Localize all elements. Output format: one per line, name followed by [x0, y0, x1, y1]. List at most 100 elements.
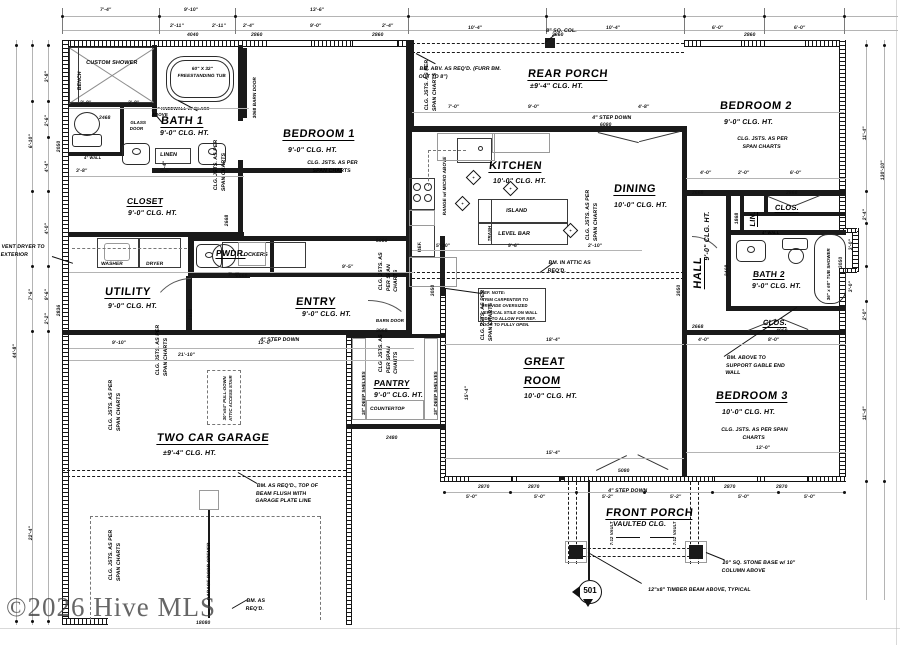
- front-porch-edge-right2: [698, 482, 699, 564]
- detail-marker-501[interactable]: 501: [572, 580, 602, 607]
- dimline-bed3-h2: [686, 452, 846, 453]
- note-entry-span: CLG. JSTS. AS PER SPAN CHARTS: [378, 251, 400, 293]
- vault-arrow-right: [650, 537, 674, 538]
- note-timber-beam: 12"x8" TIMBER BEAM ABOVE, TYPICAL: [647, 587, 751, 593]
- window-bed3-a: [714, 476, 758, 482]
- clos-b2-wall: [764, 196, 768, 214]
- door-size-5080-a: 5080: [375, 238, 388, 244]
- door-size-2668-util: 2668: [188, 308, 194, 321]
- dining-opening-right: [639, 131, 680, 143]
- dim-top-4: 10'-4": [467, 25, 483, 31]
- kitchen-upper-cab-v: [428, 150, 429, 186]
- kitchen-counter-lower: [409, 257, 457, 287]
- dimline-entry-h: [69, 272, 414, 273]
- leader-stone-base: [705, 552, 725, 561]
- bath1-right-wall: [238, 45, 243, 121]
- rear-porch-roofline2: [412, 52, 684, 53]
- window-size-2870-b: 2870: [527, 484, 540, 490]
- attic-access-label: 30"x54" PULL-DOWN ATTIC ACCESS STAIR: [222, 374, 234, 422]
- vanity-sink-left: [122, 143, 150, 165]
- window-bed1-b: [352, 40, 398, 47]
- detail-marker-stem: [588, 480, 590, 580]
- dim-int-11: 7'-0": [447, 104, 460, 110]
- pantry-countertop: [366, 400, 424, 420]
- vanity-sink-right: [198, 143, 226, 165]
- label-front-porch: FRONT PORCH: [605, 507, 694, 520]
- garage-right-wall: [346, 330, 352, 625]
- barn-door-tag: BARN DOOR: [375, 318, 405, 323]
- dim-int-20: 4'-0": [699, 170, 712, 176]
- exterior-wall-right-jog-bot: [839, 268, 857, 273]
- note-bath-1-span: CLG. JSTS. AS PER SPAN CHARTS: [213, 139, 227, 192]
- dim-bottom-1: 5'-0": [465, 494, 478, 500]
- ref-note-body: TRIM CARPENTER TO PROVIDE OVERSIZED VERT…: [479, 297, 538, 328]
- range-burner-4: [424, 194, 432, 202]
- door-size-2468: 2468: [98, 115, 111, 121]
- dim-int-23: 4'-0": [697, 337, 710, 343]
- label-pwdr: PWDR.: [215, 248, 247, 259]
- label-bath-1: BATH 1: [160, 115, 205, 128]
- garage-beam-line2: [62, 476, 346, 477]
- pantry-shelf-left-label: 18" DEEP SHELVES: [361, 370, 366, 416]
- bedroom1-left-wall: [238, 160, 243, 238]
- bedroom3-top-wall: [686, 330, 846, 335]
- utility-upper-cab: [72, 248, 187, 249]
- bath1-vanity-wall: [152, 168, 342, 173]
- note-kitchen-span: CLG. JSTS. AS PER SPAN CHARTS: [585, 189, 599, 242]
- range-burner-1: [413, 183, 421, 191]
- label-bath-2: BATH 2: [752, 269, 786, 280]
- note-bm-attic: BM. IN ATTIC AS REQ'D.: [547, 260, 592, 274]
- dim-right-1: 11'-4": [862, 126, 868, 141]
- dim-bottom-6: 5'-0": [803, 494, 816, 500]
- kitchen-top-wall: [410, 126, 686, 132]
- dim-int-24: 8'-0": [767, 337, 780, 343]
- hall-right-wall: [726, 196, 731, 234]
- great-opening-right: [637, 454, 669, 470]
- dim-top-2: 9'-10": [183, 7, 199, 13]
- window-bed3-b: [764, 476, 808, 482]
- dim-left-4: 4'-4": [44, 160, 50, 173]
- label-clos-b2: CLOS.: [774, 203, 800, 213]
- linen-label: LINEN: [159, 152, 178, 158]
- kitchen-range: [409, 178, 435, 210]
- dryer-label: DRYER: [145, 262, 164, 267]
- linen-cabinet: [155, 148, 191, 164]
- dim-left-1: 3'-8": [44, 70, 50, 83]
- dryer: [139, 238, 181, 268]
- dining-greatroom-beam2: [412, 278, 684, 279]
- dim-int-21: 2'-0": [737, 170, 750, 176]
- rear-porch-slab-edge: [412, 40, 414, 128]
- garage-beam-line: [62, 470, 346, 471]
- dim-int-16: 2'-10": [587, 243, 603, 249]
- front-porch-beam: [568, 548, 700, 549]
- washer-drum: [104, 243, 130, 261]
- garage-opener-rail: [208, 510, 210, 618]
- dim-right-6: 11'-4": [862, 406, 868, 421]
- greatroom-left-wall-upper: [440, 236, 445, 296]
- label-kitchen: KITCHEN: [488, 160, 543, 173]
- washer: [97, 238, 139, 268]
- dimline-great-h2: [444, 344, 684, 345]
- dim-left-3: 6'-10": [28, 133, 34, 149]
- pantry-shelf-left: [352, 338, 366, 420]
- door-size-2468-bath2: 2468: [724, 264, 730, 277]
- note-stone-base: 20" SQ. STONE BASE w/ 10" COLUMN ABOVE: [721, 560, 796, 574]
- front-porch-edge-right: [690, 482, 691, 564]
- note-bm-abv: BM. ABV. AS REQ'D. (FURR BM. OUT TO 8"): [418, 66, 502, 80]
- toilet-bowl-bath1: [74, 112, 100, 136]
- door-size-3050-hall: 3050: [676, 284, 682, 297]
- dining-opening-left: [597, 132, 639, 144]
- label-room: ROOM: [523, 375, 562, 388]
- label-dining-clg: 10'-0" CLG. HT.: [613, 202, 668, 209]
- bedroom1-bottom-wall: [190, 236, 412, 241]
- label-bedroom-1: BEDROOM 1: [282, 128, 356, 141]
- hall-left-wall: [682, 276, 687, 482]
- dining-greatroom-beam: [412, 272, 684, 273]
- dim-right-2: 2'-4": [862, 208, 868, 221]
- ref-label: REF.: [418, 241, 423, 253]
- label-bath-1-clg: 9'-0" CLG. HT.: [159, 130, 210, 137]
- dim-top-inner-4: 9'-0": [309, 23, 322, 29]
- dim-int-19: 15'-4": [464, 385, 470, 401]
- bath2-vanity: [736, 240, 766, 262]
